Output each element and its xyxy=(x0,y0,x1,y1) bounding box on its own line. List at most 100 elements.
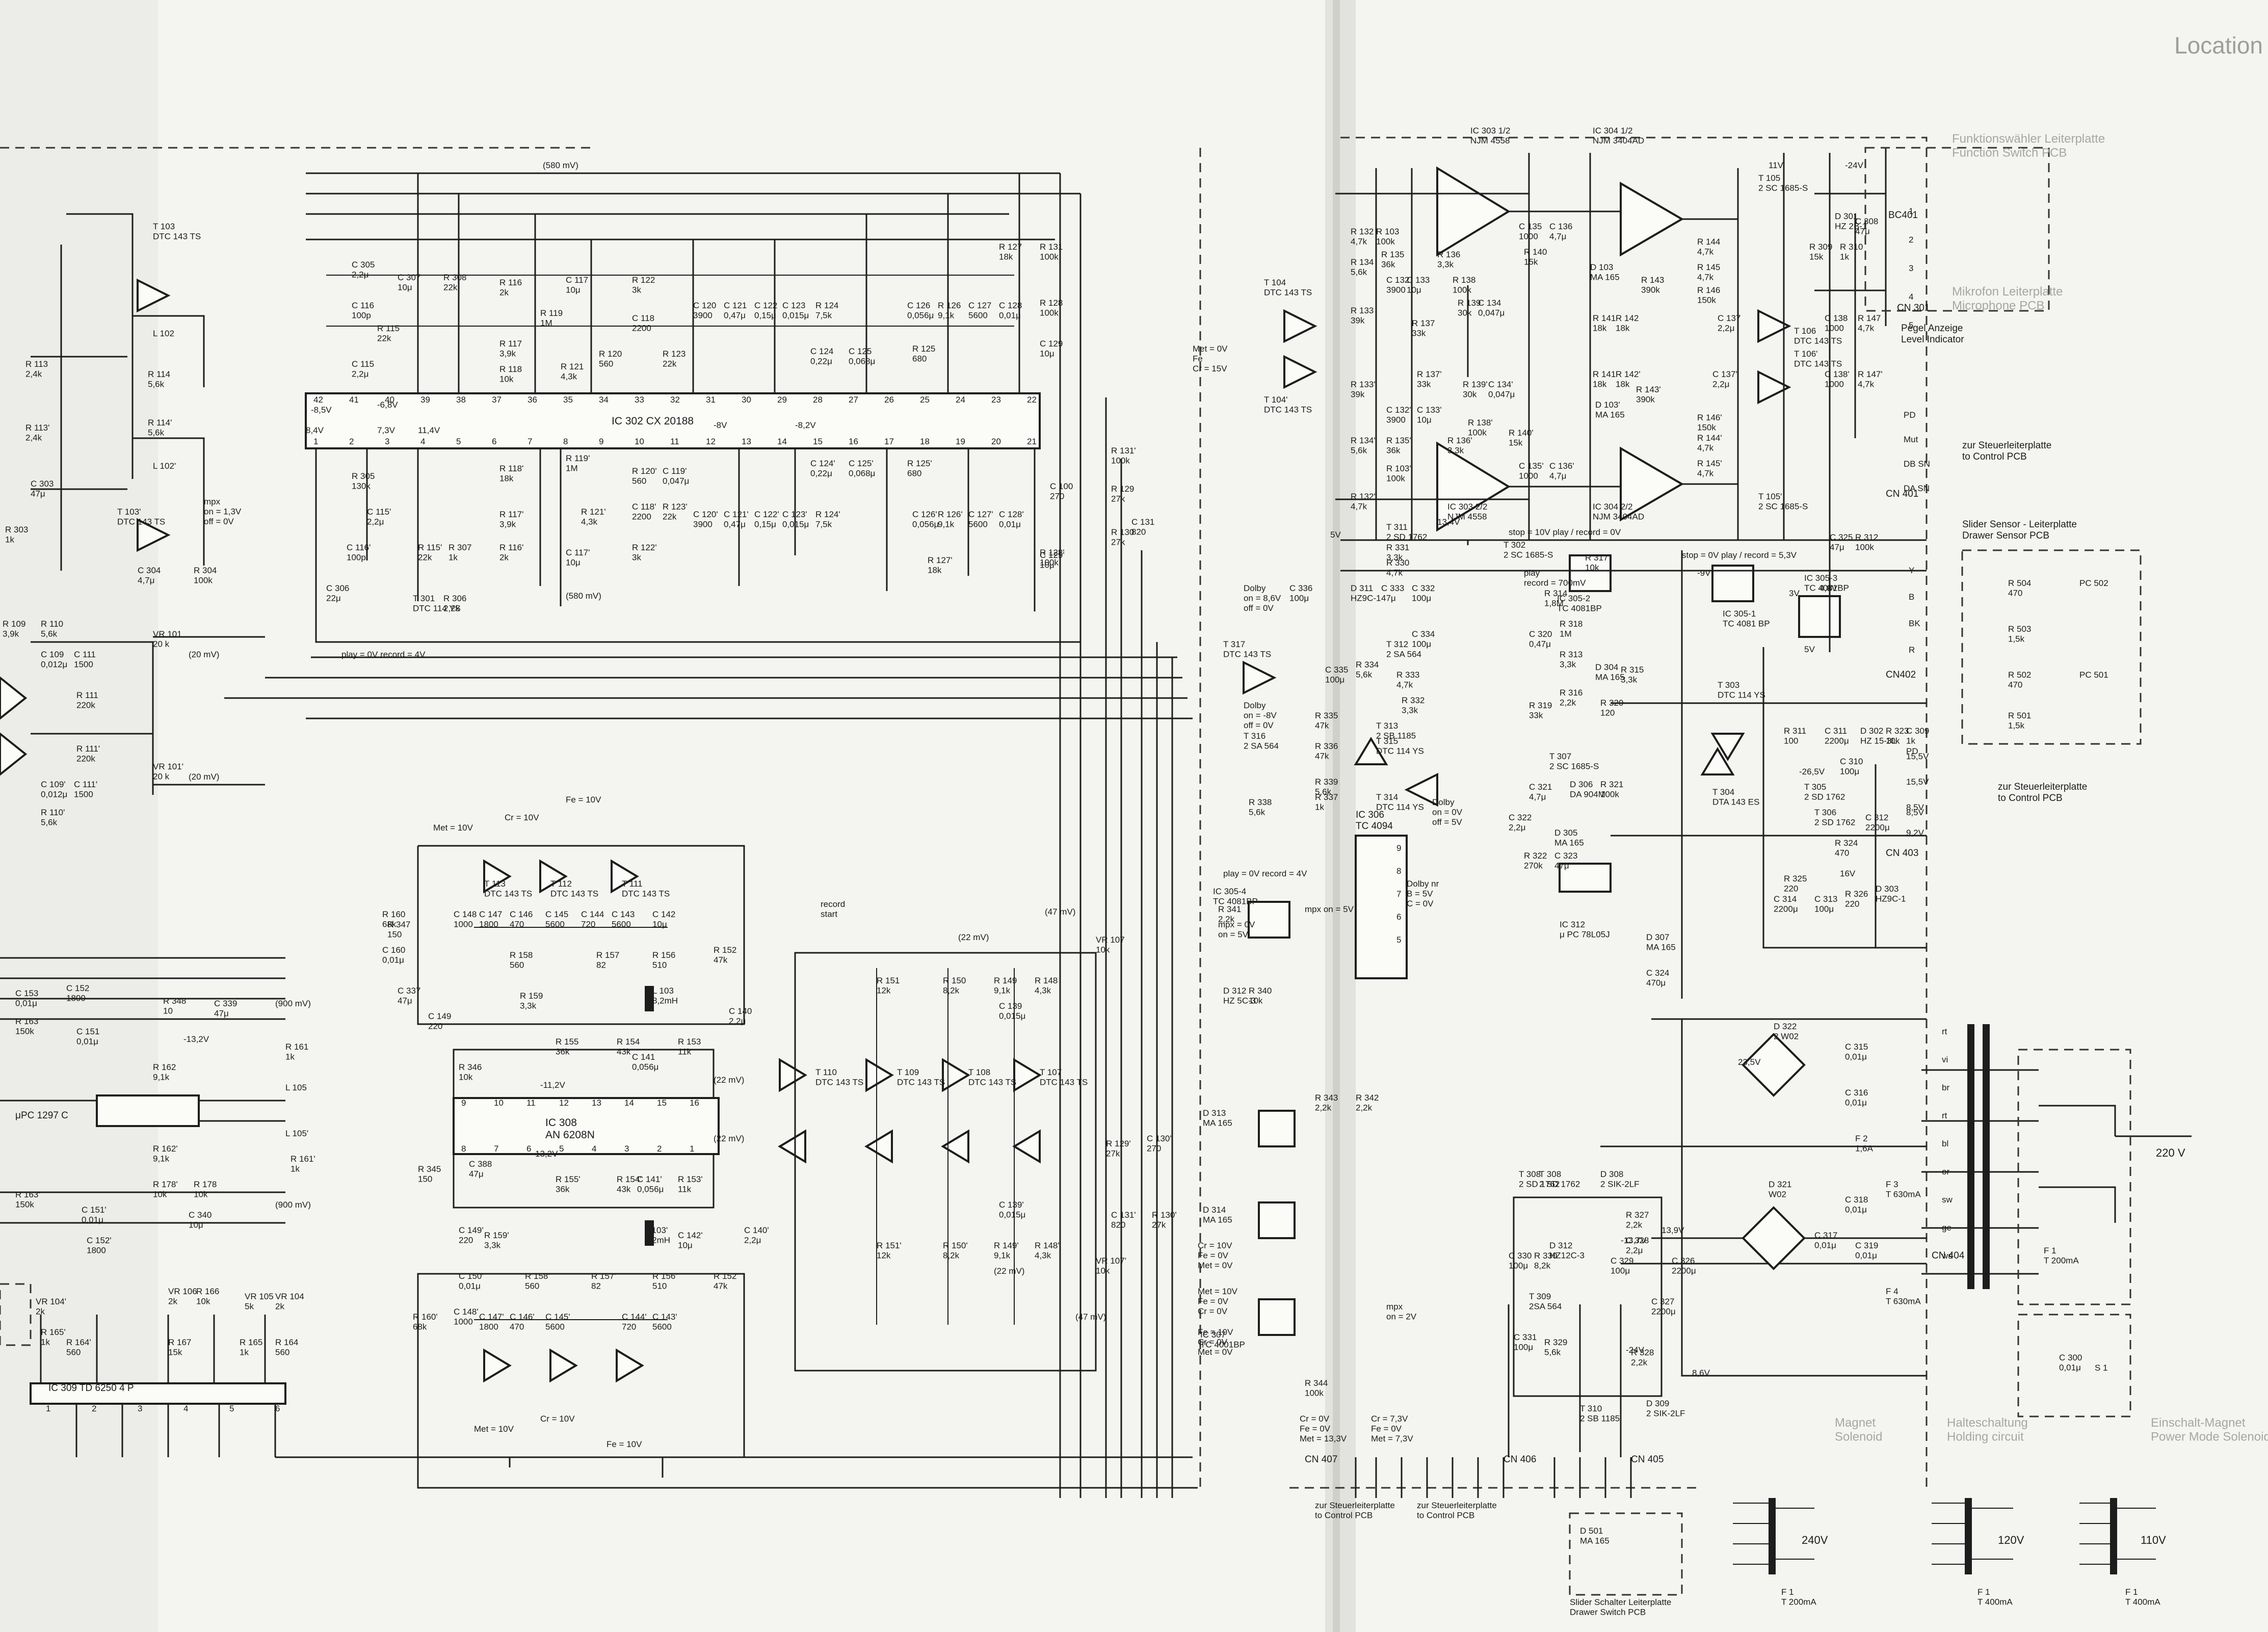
buffer-t314 xyxy=(1404,772,1438,807)
ic305-1-gate xyxy=(1711,565,1754,602)
note-22mv-b: (22 mV) xyxy=(714,1134,744,1143)
bridge-rectifier-d322 xyxy=(1742,1033,1806,1097)
connector-pin-ic308_bot: 8 xyxy=(461,1144,466,1154)
ic302-pin-bottom: 10 xyxy=(635,437,644,446)
connector-pin-ic308_top: 11 xyxy=(526,1098,536,1108)
note-play-record-2: play = 0V record = 4V xyxy=(1223,869,1307,878)
note-fe-10v: Fe = 10V xyxy=(566,795,601,805)
buffer-t111 xyxy=(611,859,639,894)
note-mpx-3: mpx on = 5V xyxy=(1305,904,1354,914)
component-label: C 147'1800 xyxy=(479,1312,504,1332)
voltage-label: 23,5V xyxy=(1738,1057,1761,1067)
ic302-pin-bottom: 14 xyxy=(777,437,787,446)
connector-pin-ic309: 3 xyxy=(138,1404,142,1413)
location-title: Location xyxy=(2174,32,2263,59)
connector-pin-cn403: 15,5V xyxy=(1906,777,1929,787)
connector-pin-bc401: 1 xyxy=(1909,206,1913,216)
note-900mv-b: (900 mV) xyxy=(275,1200,311,1210)
connector-pin-ic309: 6 xyxy=(275,1404,280,1413)
ic302-pin-top: 31 xyxy=(706,395,716,405)
buffer-t109 xyxy=(865,1058,894,1092)
buffer-t315 xyxy=(1354,737,1388,765)
component-label: R 164'560 xyxy=(66,1337,91,1357)
buffer-left-edge-a xyxy=(0,676,28,720)
ic302-pin-top: 27 xyxy=(849,395,858,405)
trafo-240-label: 240V xyxy=(1802,1534,1828,1546)
voltage-label: -13,2V xyxy=(183,1034,209,1044)
connector-cn403: CN 403 xyxy=(1886,848,1918,859)
component-label: R 137'33k xyxy=(1417,369,1442,389)
transistor-label: T 104'DTC 143 TS xyxy=(1264,395,1312,415)
component-label: R 152'47k xyxy=(714,1271,739,1291)
note-stop-10v: stop = 10V play / record = 0V xyxy=(1509,527,1621,537)
connector-pin-cn404: vi xyxy=(1942,1055,1948,1064)
ic302-pin-bottom: 4 xyxy=(420,437,425,446)
transistor-label: T 105'2 SC 1685-S xyxy=(1758,492,1808,512)
ic308-body xyxy=(453,1097,720,1155)
note-mains-220v: 220 V xyxy=(2156,1146,2185,1159)
component-label: R 127'18k xyxy=(928,555,953,575)
component-label: C 122'0,15μ xyxy=(754,510,779,529)
component-label: R 161'1k xyxy=(291,1154,315,1174)
connector-pin-ic309: 4 xyxy=(183,1404,188,1413)
ic302-pin-bottom: 15 xyxy=(813,437,823,446)
component-label: C 136'4,7μ xyxy=(1549,461,1574,481)
component-label: C 145'5600 xyxy=(545,1312,570,1332)
component-label: C 118'2200 xyxy=(632,502,656,522)
connector-pin-bc401: 5 xyxy=(1909,320,1913,330)
left-edge-board xyxy=(0,1283,32,1346)
voltage-label: -24V xyxy=(1845,160,1864,170)
component-label: C 141'0,056μ xyxy=(637,1174,664,1194)
